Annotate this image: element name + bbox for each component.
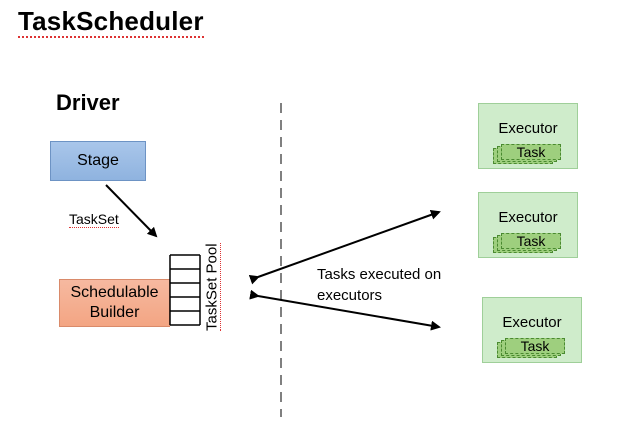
executor-box-1: Executor Task (478, 103, 578, 169)
executor-label: Executor (498, 120, 558, 137)
task-stack: Task (493, 144, 565, 164)
task-card: Task (501, 233, 561, 249)
schedulable-builder-box: Schedulable Builder (59, 279, 170, 327)
task-card: Task (505, 338, 565, 354)
task-stack: Task (493, 233, 565, 253)
executor-label: Executor (498, 209, 558, 226)
stage-label: Stage (77, 152, 119, 169)
task-card: Task (501, 144, 561, 160)
schedulable-builder-line1: Schedulable (70, 284, 159, 301)
schedulable-builder-line2: Builder (89, 304, 140, 321)
executor-box-2: Executor Task (478, 192, 578, 258)
task-label: Task (516, 144, 546, 160)
driver-label: Driver (56, 90, 120, 115)
executor-box-3: Executor Task (482, 297, 582, 363)
upper-dispatch-arrow (248, 209, 441, 285)
stage-box: Stage (50, 141, 146, 181)
task-label: Task (516, 233, 546, 249)
taskset-label: TaskSet (69, 211, 119, 228)
taskset-pool-ladder (169, 254, 201, 326)
task-stack: Task (497, 338, 569, 358)
stage-to-pool-arrow (105, 184, 158, 238)
page-title: TaskScheduler (18, 6, 204, 38)
executor-label: Executor (502, 314, 562, 331)
lower-dispatch-arrow (249, 289, 441, 331)
task-label: Task (520, 338, 550, 354)
